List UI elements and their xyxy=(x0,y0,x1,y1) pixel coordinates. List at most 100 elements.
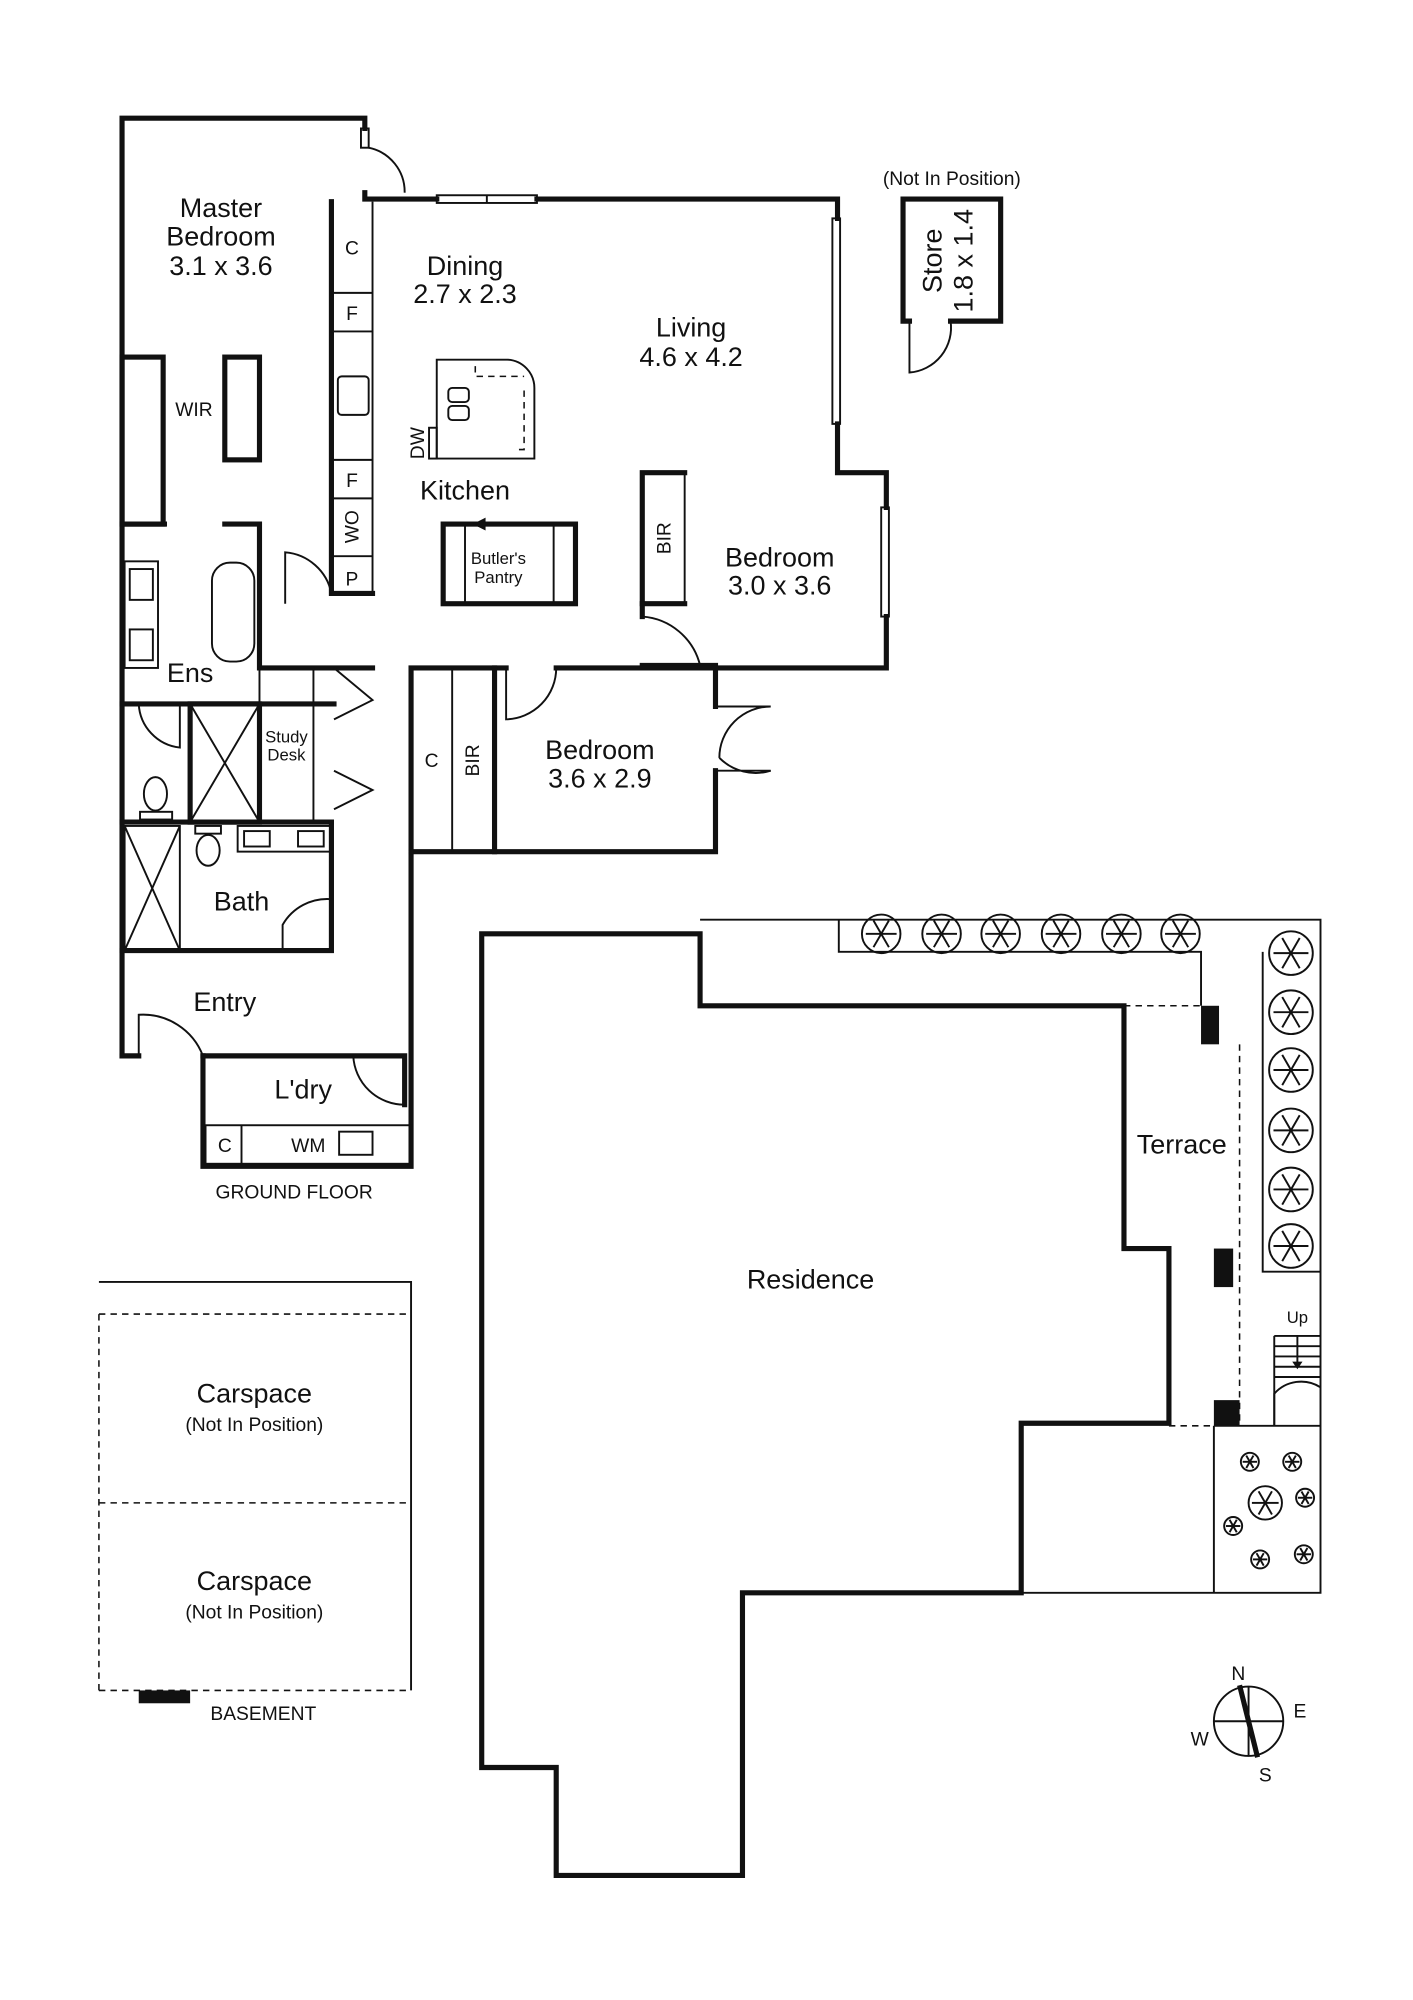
tree-branch xyxy=(1249,1461,1255,1469)
carspace-note: (Not In Position) xyxy=(185,1415,323,1436)
tree-branch xyxy=(880,920,890,935)
tree-branch xyxy=(1060,920,1070,935)
dining-size: 2.7 x 2.3 xyxy=(413,279,516,309)
tree-branch xyxy=(1290,1069,1301,1086)
living-size: 4.6 x 4.2 xyxy=(639,342,742,372)
tree-branch xyxy=(1232,1525,1238,1533)
tree-branch xyxy=(1290,1011,1301,1028)
tree-branch xyxy=(880,933,890,948)
tree-branch xyxy=(1281,1069,1292,1086)
tree-branch xyxy=(1179,933,1190,948)
tree-icon xyxy=(1247,1485,1283,1521)
tree-branch xyxy=(1290,996,1301,1013)
tree-icon xyxy=(860,913,902,955)
tree-branch xyxy=(1249,1455,1255,1463)
dining-label: Dining xyxy=(427,251,503,281)
tree-branch xyxy=(1290,1173,1301,1190)
tree-branch xyxy=(1060,933,1070,948)
study-desk-label: Study xyxy=(265,727,308,746)
tree-icon xyxy=(1268,1166,1314,1213)
tree-branch xyxy=(1290,1230,1301,1247)
tree-branch xyxy=(1281,1054,1292,1071)
study-desk-label: Desk xyxy=(267,745,306,764)
tree-branch xyxy=(1302,1553,1309,1561)
tree-branch xyxy=(1228,1525,1234,1533)
tree-branch xyxy=(1290,1114,1301,1131)
tree-branch xyxy=(1304,1491,1310,1499)
tree-branch xyxy=(1120,933,1130,948)
tree-branch xyxy=(1259,1552,1265,1560)
tree-branch xyxy=(992,933,1002,948)
compass-n: N xyxy=(1231,1664,1245,1685)
tree-branch xyxy=(1171,933,1182,948)
cupboard-label: C xyxy=(345,238,359,259)
basement-title: BASEMENT xyxy=(210,1704,316,1725)
butlers-pantry-label: Pantry xyxy=(474,568,523,587)
tree-branch xyxy=(1291,1455,1297,1463)
tree-branch xyxy=(1264,1490,1273,1504)
tree-branch xyxy=(1281,952,1292,969)
tree-icon xyxy=(1268,930,1314,976)
tree-branch xyxy=(1281,1173,1292,1190)
tree-branch xyxy=(1281,1188,1292,1206)
store-label: Store xyxy=(918,229,948,293)
tree-branch xyxy=(1290,1054,1301,1071)
carspace-label: Carspace xyxy=(197,1379,312,1409)
tree-branch xyxy=(1052,933,1062,948)
tree-branch xyxy=(1299,1547,1305,1555)
tree-branch xyxy=(1281,996,1292,1013)
tree-branch xyxy=(1120,920,1130,935)
tree-icon xyxy=(1160,913,1201,955)
residence-label: Residence xyxy=(747,1264,874,1294)
tree-branch xyxy=(1232,1519,1238,1527)
tree-branch xyxy=(1264,1502,1273,1515)
fridge-label: F xyxy=(346,304,358,325)
ground-floor-title: GROUND FLOOR xyxy=(216,1182,373,1203)
store: (Not In Position) Store 1.8 x 1.4 xyxy=(883,169,1021,374)
tree-icon xyxy=(1295,1487,1316,1508)
master-bedroom-label: Master xyxy=(180,193,262,223)
tree-branch xyxy=(1255,1552,1261,1560)
tree-branch xyxy=(940,920,951,935)
bedroom-east-label: Bedroom xyxy=(725,542,834,572)
fridge-label: F xyxy=(346,471,358,492)
tree-icon xyxy=(921,913,962,955)
tree-branch xyxy=(1291,1461,1297,1469)
bath-label: Bath xyxy=(214,887,269,917)
tree-branch xyxy=(1290,1188,1301,1206)
tree-branch xyxy=(1299,1553,1305,1561)
tree-branch xyxy=(1290,1129,1301,1146)
tree-branch xyxy=(1245,1455,1251,1463)
terrace-label: Terrace xyxy=(1137,1130,1227,1160)
tree-branch xyxy=(1179,920,1190,935)
basement: Carspace (Not In Position) Carspace (Not… xyxy=(98,1280,413,1725)
ground-floor-labels: Master Bedroom 3.1 x 3.6 Dining 2.7 x 2.… xyxy=(166,193,834,1203)
tree-branch xyxy=(1287,1455,1294,1463)
tree-branch xyxy=(1259,1558,1265,1567)
tree-icon xyxy=(1101,913,1142,955)
butlers-pantry-label: Butler's xyxy=(471,549,526,568)
tree-branch xyxy=(1257,1490,1267,1504)
tree-branch xyxy=(992,920,1002,935)
tree-icon xyxy=(1282,1451,1303,1472)
pantry-label: P xyxy=(346,570,359,591)
tree-icon xyxy=(1040,913,1082,955)
bir-label: BIR xyxy=(655,522,676,554)
entry-label: Entry xyxy=(193,987,256,1017)
carspace-label: Carspace xyxy=(197,1566,312,1596)
tree-branch xyxy=(999,920,1010,935)
ensuite-label: Ens xyxy=(167,658,213,688)
living-label: Living xyxy=(656,313,726,343)
kitchen-label: Kitchen xyxy=(420,476,510,506)
tree-icon xyxy=(1268,1223,1314,1269)
ground-floor-walls xyxy=(119,115,890,1169)
tree-branch xyxy=(1281,1011,1292,1028)
tree-branch xyxy=(1171,920,1182,935)
tree-branch xyxy=(1300,1497,1306,1505)
dishwasher-label: DW xyxy=(408,426,429,459)
tree-icon xyxy=(1293,1544,1314,1565)
tree-branch xyxy=(1255,1558,1261,1567)
cupboard-label: C xyxy=(218,1136,232,1157)
tree-branch xyxy=(1281,1129,1292,1146)
